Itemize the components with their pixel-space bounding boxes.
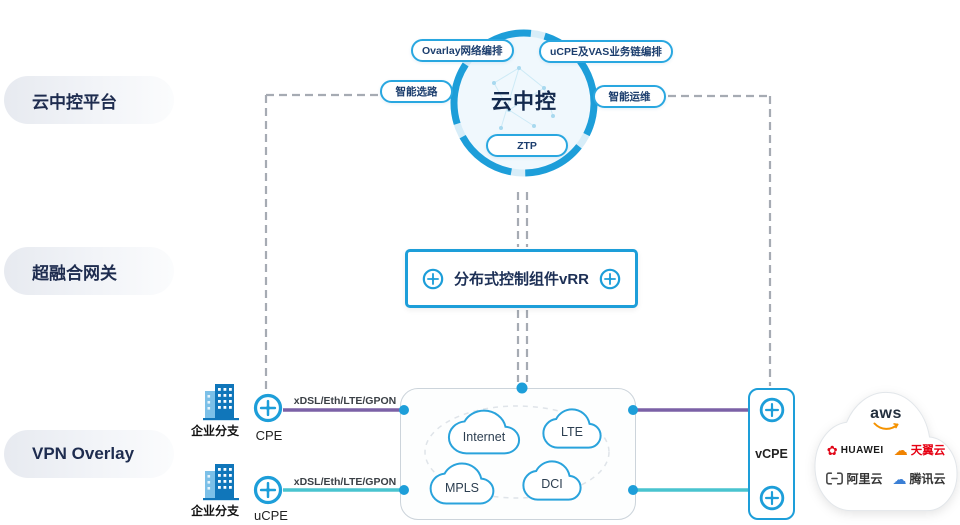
aliyun-brackets-icon	[826, 472, 844, 485]
section-label-vpn-overlay: VPN Overlay	[4, 430, 174, 478]
provider-aliyun: 阿里云	[826, 470, 883, 487]
vcpe-target-icon-bottom	[759, 485, 784, 511]
ucpe-node-icon	[253, 475, 283, 505]
branch2-site-label: 企业分支	[190, 504, 239, 518]
vrr-box: 分布式控制组件vRR	[405, 249, 638, 308]
cloud-internet: Internet	[446, 408, 522, 456]
cpe-node-icon	[253, 393, 283, 423]
cloud-mpls: MPLS	[428, 461, 496, 506]
vrr-target-icon-right	[599, 268, 621, 289]
badge-ucpe-vas-chain: uCPE及VAS业务链编排	[539, 40, 673, 63]
branch2-building-icon	[203, 464, 239, 501]
provider-ctyun: ☁ 天翼云	[894, 442, 946, 458]
section-label-cloud-platform: 云中控平台	[4, 76, 174, 124]
vcpe-target-icon-top	[759, 397, 784, 423]
provider-row-middle: ✿ HUAWEI ☁ 天翼云	[812, 442, 960, 458]
cpe-link-label: xDSL/Eth/LTE/GPON	[293, 395, 397, 407]
badge-overlay-orchestration: Ovarlay网络编排	[411, 39, 514, 62]
ucpe-link-label: xDSL/Eth/LTE/GPON	[293, 476, 397, 488]
tencent-logo-text: 腾讯云	[909, 472, 946, 486]
providers-cloud: aws ✿ HUAWEI ☁ 天翼云	[812, 388, 960, 515]
aliyun-logo-text: 阿里云	[846, 472, 883, 486]
cloud-mpls-label: MPLS	[444, 480, 480, 495]
cpe-label: CPE	[255, 428, 283, 443]
badge-ztp: ZTP	[486, 134, 568, 157]
vrr-label: 分布式控制组件vRR	[453, 271, 589, 288]
huawei-logo-text: HUAWEI	[840, 444, 884, 456]
tencent-cloud-icon: ☁	[892, 470, 907, 487]
ctyun-logo-text: 天翼云	[910, 445, 946, 457]
cloud-internet-label: Internet	[462, 429, 506, 444]
section-label-vpn-overlay-text: VPN Overlay	[32, 444, 135, 463]
badge-smart-ops-text: 智能运维	[608, 91, 651, 103]
branch1-site-label: 企业分支	[190, 424, 239, 438]
cloud-dci: DCI	[521, 459, 583, 502]
hub-title: 云中控	[491, 90, 557, 114]
provider-tencent: ☁ 腾讯云	[893, 470, 946, 487]
section-label-gateway-text: 超融合网关	[32, 263, 117, 283]
provider-row-bottom: 阿里云 ☁ 腾讯云	[812, 470, 960, 487]
badge-overlay-orchestration-text: Ovarlay网络编排	[422, 45, 503, 57]
aws-smile-icon	[873, 422, 899, 430]
provider-huawei: ✿ HUAWEI	[827, 444, 884, 457]
cloud-mpls-icon	[428, 461, 496, 506]
providers-cloud-shape	[812, 388, 960, 515]
provider-aws: aws	[870, 406, 902, 430]
cloud-dci-icon	[521, 459, 583, 502]
cloud-dci-label: DCI	[541, 477, 563, 492]
ucpe-label: uCPE	[254, 508, 288, 523]
huawei-flower-icon: ✿	[826, 442, 838, 458]
branch1-building-icon	[203, 384, 239, 421]
section-label-cloud-platform-text: 云中控平台	[32, 92, 117, 112]
badge-smart-routing: 智能选路	[380, 80, 453, 103]
section-label-gateway: 超融合网关	[4, 247, 174, 295]
badge-ucpe-vas-chain-text: uCPE及VAS业务链编排	[550, 46, 662, 58]
cloud-lte-label: LTE	[561, 425, 583, 440]
badge-smart-ops: 智能运维	[593, 85, 666, 108]
provider-row-aws: aws	[812, 406, 960, 430]
vcpe-box: vCPE	[748, 388, 795, 520]
cloud-lte-icon	[541, 407, 603, 450]
badge-ztp-text: ZTP	[517, 139, 537, 152]
vcpe-label: vCPE	[755, 447, 788, 461]
cloud-lte: LTE	[541, 407, 603, 450]
cloud-internet-icon	[446, 408, 522, 456]
ctyun-cloud-icon: ☁	[893, 442, 908, 458]
aws-logo-text: aws	[870, 405, 902, 422]
vrr-target-icon-left	[422, 268, 444, 289]
badge-smart-routing-text: 智能选路	[395, 86, 438, 98]
